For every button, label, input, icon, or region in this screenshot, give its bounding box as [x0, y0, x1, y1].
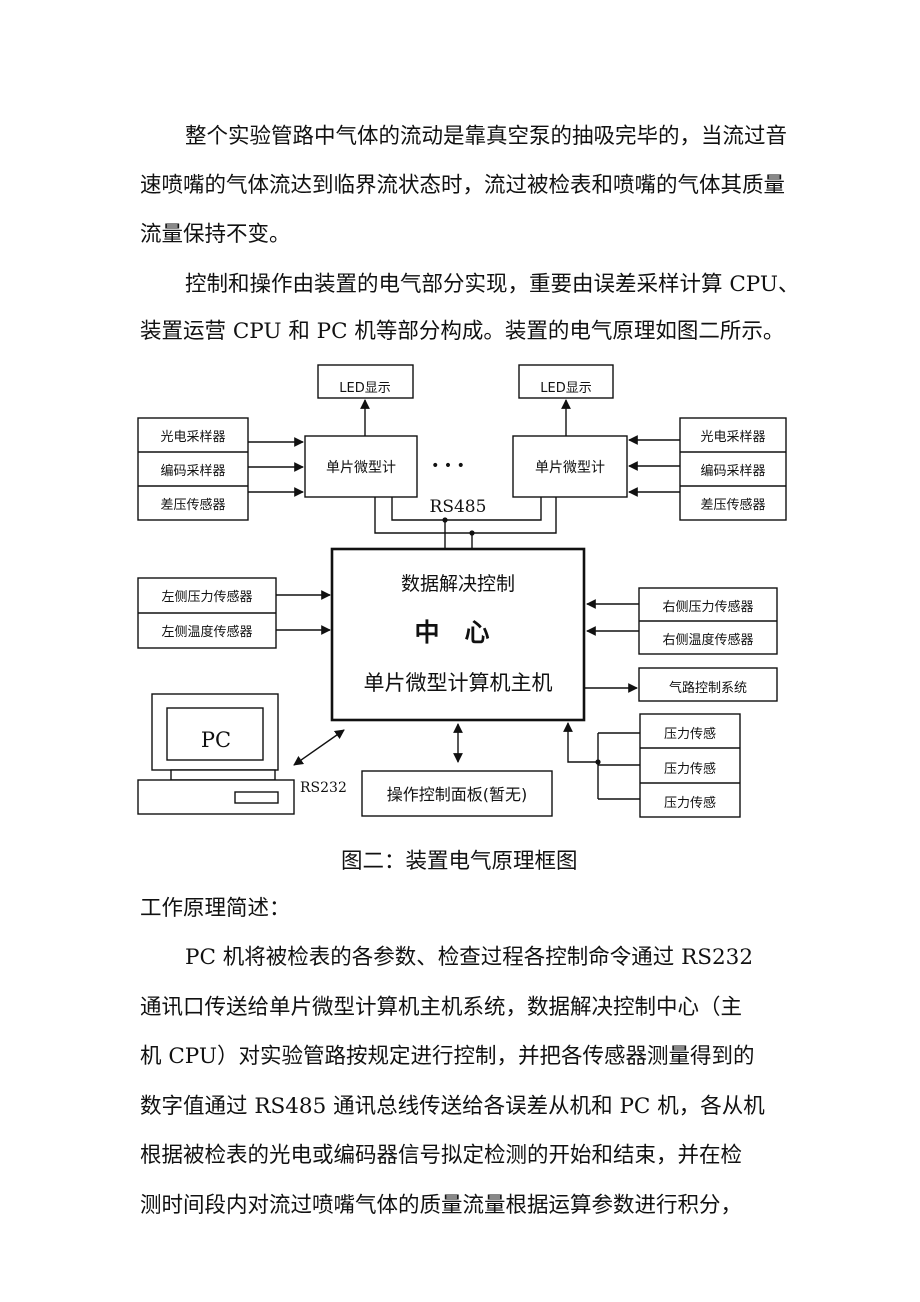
pc-label: PC: [201, 728, 231, 752]
pressure-sensor-connectors: [563, 722, 640, 800]
led-display-left: LED显示: [317, 364, 414, 399]
mcu-right: 单片微型计: [512, 435, 628, 498]
rs232-link: [293, 729, 345, 766]
sensor-right-1: 编码采样器: [700, 464, 765, 479]
sensor-left-1: 编码采样器: [160, 464, 225, 479]
left-side-sensors: 左侧压力传感器 左侧温度传感器: [137, 577, 277, 649]
operation-panel-label: 操作控制面板(暂无): [387, 785, 528, 804]
sensor-left-2: 差压传感器: [160, 497, 225, 513]
led-display-right-label: LED显示: [540, 381, 591, 396]
left-sensor-1: 左侧温度传感器: [161, 624, 252, 640]
pc-computer: PC: [137, 693, 295, 815]
electrical-block-diagram: LED显示 LED显示 单片微型计 单片微型计 • • • 光电采样器 编码采样…: [137, 364, 787, 818]
sensor-right-2: 差压传感器: [700, 497, 765, 513]
pressure-sensor-1: 压力传感: [664, 761, 716, 777]
body-line: 数字值通过 RS485 通讯总线传送给各误差从机和 PC 机，各从机: [140, 1094, 765, 1119]
operation-panel: 操作控制面板(暂无): [361, 770, 553, 817]
right-sensor-0: 右侧压力传感器: [662, 599, 753, 615]
pressure-sensor-0: 压力传感: [664, 726, 716, 742]
mcu-left-label: 单片微型计: [326, 460, 396, 476]
center-title-1: 数据解决控制: [401, 573, 515, 595]
central-host-box: 数据解决控制 中 心 单片微型计算机主机: [330, 547, 586, 722]
intro-line: 流量保持不变。: [140, 222, 291, 247]
sensor-group-right: 光电采样器 编码采样器 差压传感器: [679, 417, 787, 521]
body-line: PC 机将被检表的各参数、检查过程各控制命令通过 RS232: [185, 945, 754, 970]
rs485-bus: [374, 497, 557, 549]
intro-line: 控制和操作由装置的电气部分实现，重要由误差采样计算 CPU、: [185, 272, 800, 297]
left-sensor-0: 左侧压力传感器: [161, 589, 252, 605]
intro-line: 速喷嘴的气体流达到临界流状态时，流过被检表和喷嘴的气体其质量: [140, 173, 786, 198]
center-title-2: 中 心: [414, 618, 489, 647]
figure-caption: 图二：装置电气原理框图: [341, 849, 578, 874]
led-display-right: LED显示: [518, 364, 614, 399]
intro-line: 装置运营 CPU 和 PC 机等部分构成。装置的电气原理如图二所示。: [140, 319, 785, 344]
body-line: 测时间段内对流过喷嘴气体的质量流量根据运算参数进行积分，: [140, 1193, 743, 1218]
right-side-sensors: 右侧压力传感器 右侧温度传感器: [638, 587, 778, 655]
sensor-left-0: 光电采样器: [160, 430, 225, 445]
ellipsis-dots: • • •: [431, 458, 465, 474]
right-sensor-1: 右侧温度传感器: [662, 632, 753, 648]
pressure-sensor-group: 压力传感 压力传感 压力传感: [639, 713, 741, 818]
rs232-label: RS232: [300, 780, 347, 796]
section-title: 工作原理简述：: [140, 896, 291, 921]
sensor-group-left: 光电采样器 编码采样器 差压传感器: [137, 417, 249, 521]
body-line: 通讯口传送给单片微型计算机主机系统，数据解决控制中心（主: [140, 995, 743, 1020]
center-title-3: 单片微型计算机主机: [364, 671, 553, 695]
gas-control-label: 气路控制系统: [669, 680, 747, 696]
led-display-left-label: LED显示: [339, 381, 390, 396]
sensor-right-0: 光电采样器: [700, 430, 765, 445]
body-line: 根据被检表的光电或编码器信号拟定检测的开始和结束，并在检: [140, 1143, 743, 1168]
rs485-label: RS485: [430, 497, 487, 517]
mcu-left: 单片微型计: [304, 435, 418, 498]
pressure-sensor-2: 压力传感: [664, 795, 716, 811]
intro-line: 整个实验管路中气体的流动是靠真空泵的抽吸完毕的，当流过音: [185, 124, 788, 149]
body-line: 机 CPU）对实验管路按规定进行控制，并把各传感器测量得到的: [140, 1044, 755, 1069]
gas-control-system: 气路控制系统: [638, 667, 778, 702]
mcu-right-label: 单片微型计: [535, 460, 605, 476]
